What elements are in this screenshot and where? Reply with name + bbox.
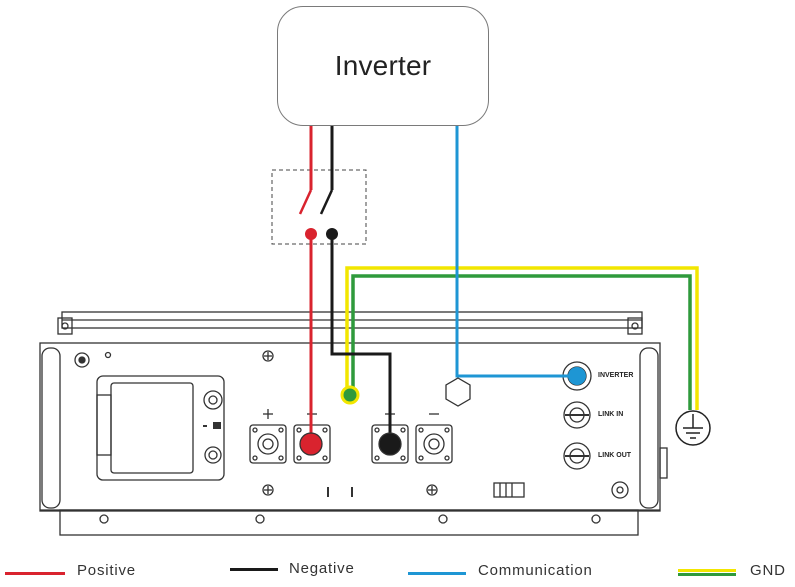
gnd-wire-green — [351, 274, 692, 410]
legend-communication-swatch — [408, 572, 466, 575]
front-panel — [39, 342, 661, 512]
negative-contact — [326, 228, 338, 240]
base-screw-1 — [99, 514, 109, 524]
inverter-label: Inverter — [334, 50, 432, 81]
inverter-port-node — [568, 367, 586, 385]
breaker-knob — [203, 390, 223, 410]
gnd-terminal-node — [340, 385, 360, 405]
left-hinge — [57, 317, 73, 335]
link-out-port-label: LINK OUT — [598, 452, 632, 459]
legend-communication-label: Communication — [478, 562, 593, 579]
base-screw-3 — [438, 514, 448, 524]
hex-bolt — [445, 377, 471, 407]
positive-switch-blade — [298, 189, 313, 215]
negative-terminal-node — [378, 432, 402, 456]
isolator-switch-box — [271, 169, 367, 245]
base-screw-2 — [255, 514, 265, 524]
legend-gnd-swatch-green — [678, 573, 736, 576]
terminal-neg-2 — [415, 424, 453, 464]
ground-screw-left — [74, 352, 90, 368]
link-in-port-label: LINK IN — [598, 411, 624, 418]
inverter-box: Inverter — [277, 6, 489, 126]
inverter-port-label: INVERTER — [598, 372, 634, 379]
negative-wire-lower — [330, 234, 392, 444]
left-rail — [41, 347, 61, 509]
legend-positive-label: Positive — [77, 562, 136, 579]
panel-screw — [262, 350, 274, 362]
communication-wire — [455, 126, 577, 378]
breaker-window — [110, 382, 194, 474]
cabinet-base — [59, 509, 639, 536]
legend-gnd-swatch-yellow — [678, 569, 736, 572]
positive-contact — [305, 228, 317, 240]
gnd-wire-yellow — [345, 266, 699, 410]
negative-switch-blade — [319, 189, 334, 215]
legend-negative-swatch — [230, 568, 278, 571]
link-out-port — [563, 442, 591, 470]
base-screw-4 — [591, 514, 601, 524]
legend-positive-swatch — [5, 572, 65, 575]
positive-terminal-node — [299, 432, 323, 456]
legend-gnd-label: GND — [750, 562, 786, 579]
legend-negative-label: Negative — [289, 560, 355, 577]
terminal-pos-1 — [249, 424, 287, 464]
battery-cabinet — [39, 311, 668, 536]
earth-ground-icon — [675, 410, 711, 446]
breaker-indicator — [204, 446, 222, 464]
bottom-fitting — [493, 482, 525, 498]
right-hinge — [627, 317, 643, 335]
breaker-housing — [96, 375, 225, 481]
polarity-marks — [263, 409, 439, 419]
right-rail — [639, 347, 659, 509]
link-in-port — [563, 401, 591, 429]
bottom-screw — [611, 481, 629, 499]
